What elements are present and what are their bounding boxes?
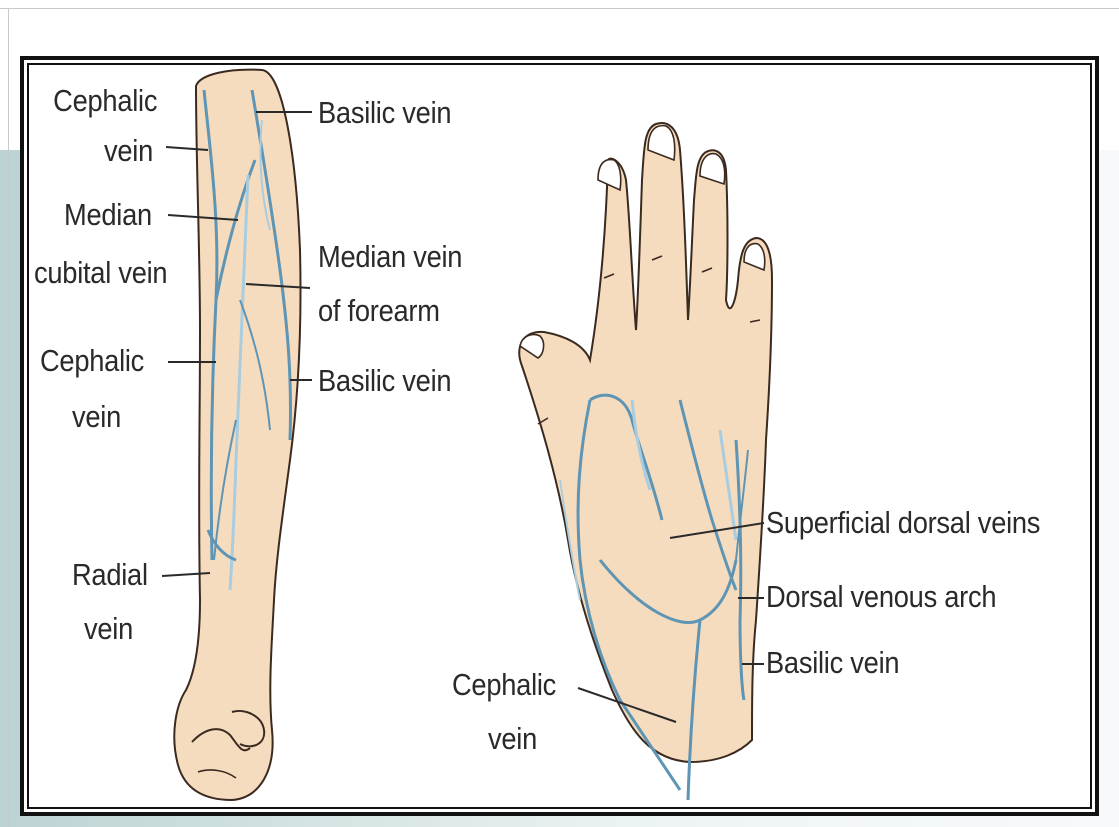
label-basilic-vein-upper: Basilic vein	[318, 96, 451, 130]
label-hand-cephalic-vein-2: vein	[488, 722, 537, 756]
forearm-illustration	[162, 70, 312, 800]
label-hand-cephalic-vein-1: Cephalic	[452, 668, 556, 702]
label-dorsal-venous-arch: Dorsal venous arch	[766, 580, 996, 614]
hand-illustration	[519, 123, 772, 800]
label-basilic-vein-lower: Basilic vein	[318, 364, 451, 398]
label-median-cubital-2: cubital vein	[34, 256, 167, 290]
label-superficial-dorsal-veins: Superficial dorsal veins	[766, 506, 1040, 540]
label-cephalic-vein-lower-2: vein	[72, 400, 121, 434]
label-cephalic-vein-upper-1: Cephalic	[48, 84, 162, 118]
label-cephalic-vein-upper-2: vein	[104, 134, 153, 168]
label-radial-vein-1: Radial	[72, 558, 148, 592]
label-median-vein-forearm-1: Median vein	[318, 240, 462, 274]
label-median-vein-forearm-2: of forearm	[318, 294, 440, 328]
label-median-cubital-1: Median	[64, 198, 152, 232]
label-radial-vein-2: vein	[84, 612, 133, 646]
nail-index	[598, 160, 621, 190]
label-cephalic-vein-lower-1: Cephalic	[40, 344, 144, 378]
label-hand-basilic-vein: Basilic vein	[766, 646, 899, 680]
hand-shape	[519, 123, 772, 762]
